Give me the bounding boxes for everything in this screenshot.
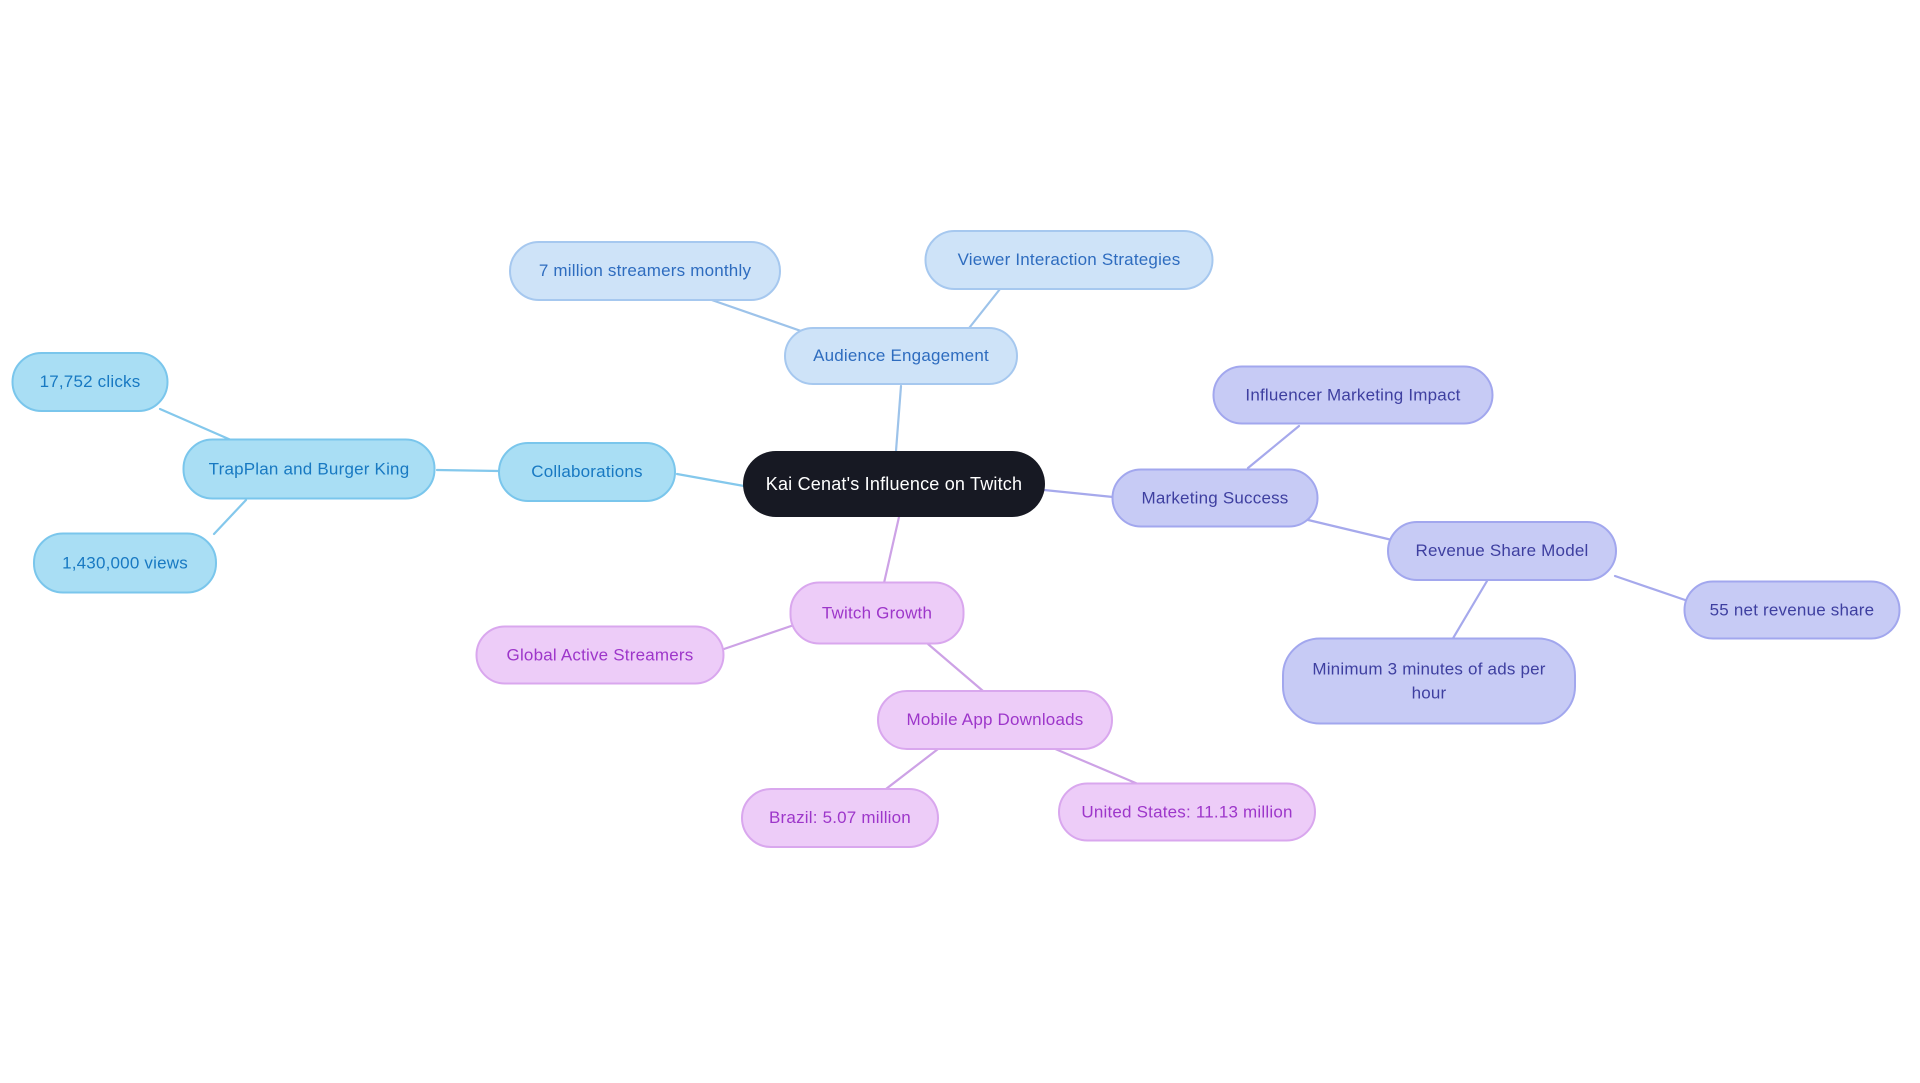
edge-revenue-net-share: [1613, 574, 1690, 603]
edge-trapplan-clicks: [158, 407, 233, 442]
edge-marketing-revenue-share: [1302, 517, 1394, 542]
node-audience-engagement[interactable]: Audience Engagement: [784, 327, 1018, 385]
edge-root-marketing-success: [1042, 488, 1115, 499]
node-root[interactable]: Kai Cenat's Influence on Twitch: [743, 451, 1045, 517]
node-collaborations[interactable]: Collaborations: [498, 442, 676, 502]
edge-root-twitch-growth: [882, 515, 901, 585]
edge-mobile-united-states: [1051, 746, 1140, 786]
edge-mobile-brazil: [884, 747, 940, 791]
node-clicks[interactable]: 17,752 clicks: [11, 352, 169, 412]
node-global-active-streamers[interactable]: Global Active Streamers: [475, 625, 725, 685]
node-net-revenue-share[interactable]: 55 net revenue share: [1683, 580, 1901, 640]
node-united-states-downloads[interactable]: United States: 11.13 million: [1058, 782, 1316, 842]
node-streamers-monthly[interactable]: 7 million streamers monthly: [509, 241, 781, 301]
edge-root-collaborations: [675, 472, 746, 488]
edge-collaborations-trapplan: [435, 468, 501, 473]
edge-root-audience-engagement: [894, 384, 903, 453]
edge-growth-global-streamers: [722, 623, 796, 651]
node-brazil-downloads[interactable]: Brazil: 5.07 million: [741, 788, 939, 848]
node-viewer-interaction-strategies[interactable]: Viewer Interaction Strategies: [924, 230, 1214, 290]
edge-revenue-min-ads: [1450, 579, 1489, 642]
edge-trapplan-views: [212, 498, 248, 536]
node-mobile-app-downloads[interactable]: Mobile App Downloads: [877, 690, 1113, 750]
node-twitch-growth[interactable]: Twitch Growth: [789, 581, 965, 645]
node-views[interactable]: 1,430,000 views: [33, 532, 217, 594]
node-revenue-share-model[interactable]: Revenue Share Model: [1387, 521, 1617, 581]
edge-marketing-influencer: [1246, 424, 1301, 470]
node-influencer-marketing-impact[interactable]: Influencer Marketing Impact: [1212, 365, 1494, 425]
node-marketing-success[interactable]: Marketing Success: [1111, 468, 1319, 528]
node-minimum-ads-per-hour[interactable]: Minimum 3 minutes of ads per hour: [1282, 637, 1576, 725]
node-trapplan-burger-king[interactable]: TrapPlan and Burger King: [182, 438, 436, 500]
edge-growth-mobile-downloads: [926, 642, 985, 693]
